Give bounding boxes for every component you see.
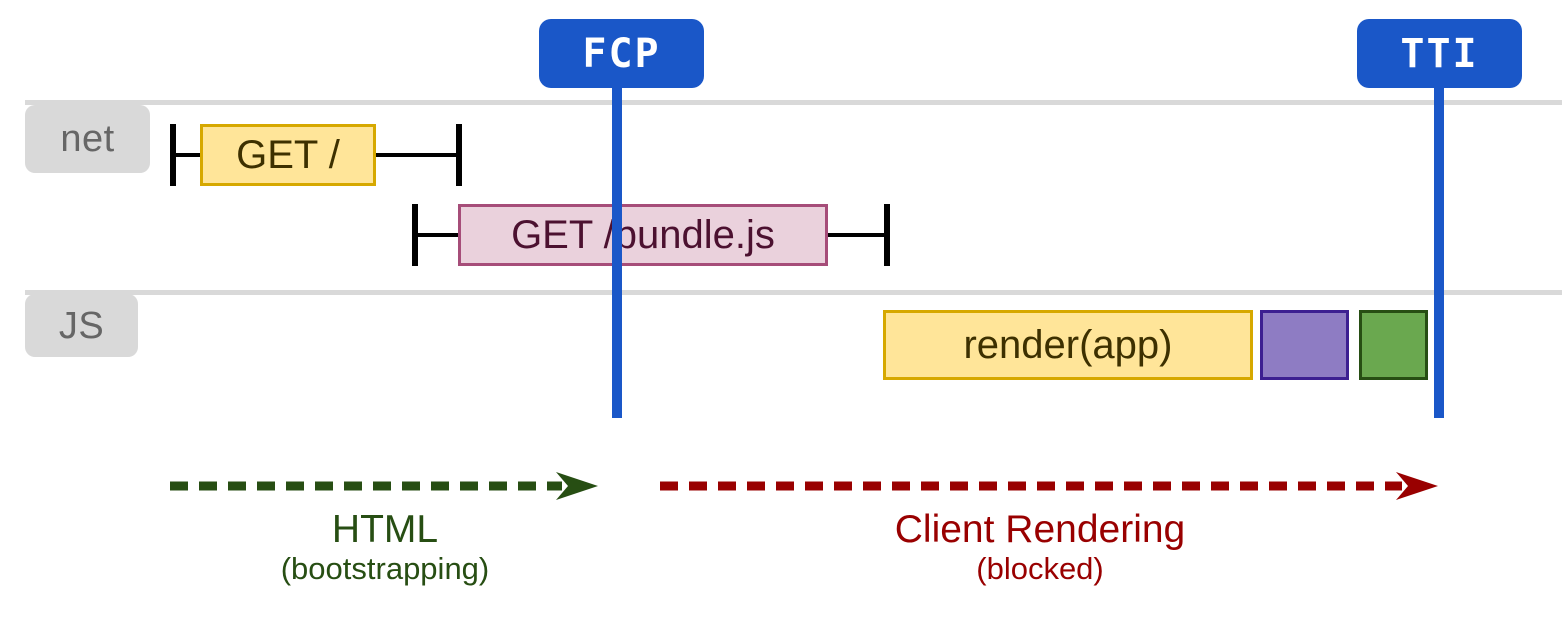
phase-arrow-client-icon: [660, 472, 1440, 500]
lane-label-net: net: [25, 105, 150, 173]
range-cap-left: [170, 124, 176, 186]
tti-milestone-badge[interactable]: TTI: [1357, 19, 1522, 88]
phase-html-title: HTML: [331, 508, 439, 551]
bar-render-app-label: render(app): [963, 323, 1173, 367]
tti-milestone-line: [1434, 86, 1444, 418]
tti-milestone-label: TTI: [1400, 30, 1479, 77]
phase-arrow-html-icon: [170, 472, 600, 500]
fcp-milestone-line: [612, 86, 622, 418]
bar-render-app[interactable]: render(app): [883, 310, 1253, 380]
bar-get-root[interactable]: GET /: [200, 124, 376, 186]
bar-get-bundle[interactable]: GET /bundle.js: [458, 204, 828, 266]
lane-rule-net: [25, 100, 1562, 105]
lane-label-net-text: net: [60, 118, 115, 160]
fcp-milestone-badge[interactable]: FCP: [539, 19, 704, 88]
range-cap-left: [412, 204, 418, 266]
bar-get-root-label: GET /: [236, 133, 340, 177]
fcp-milestone-label: FCP: [582, 30, 661, 77]
phase-html-sub: (bootstrapping): [280, 550, 490, 586]
range-cap-right: [884, 204, 890, 266]
lane-label-js-text: JS: [58, 304, 105, 347]
lane-label-js: JS: [25, 294, 138, 357]
phase-client-sub: (blocked): [976, 550, 1104, 586]
bar-task-purple[interactable]: [1260, 310, 1349, 380]
bar-get-bundle-label: GET /bundle.js: [511, 213, 775, 257]
phase-caption-client: Client Rendering (blocked): [880, 508, 1200, 586]
phase-client-title: Client Rendering: [894, 508, 1186, 551]
lane-rule-js: [25, 290, 1562, 295]
range-cap-right: [456, 124, 462, 186]
bar-task-green[interactable]: [1359, 310, 1428, 380]
phase-caption-html: HTML (bootstrapping): [235, 508, 535, 586]
